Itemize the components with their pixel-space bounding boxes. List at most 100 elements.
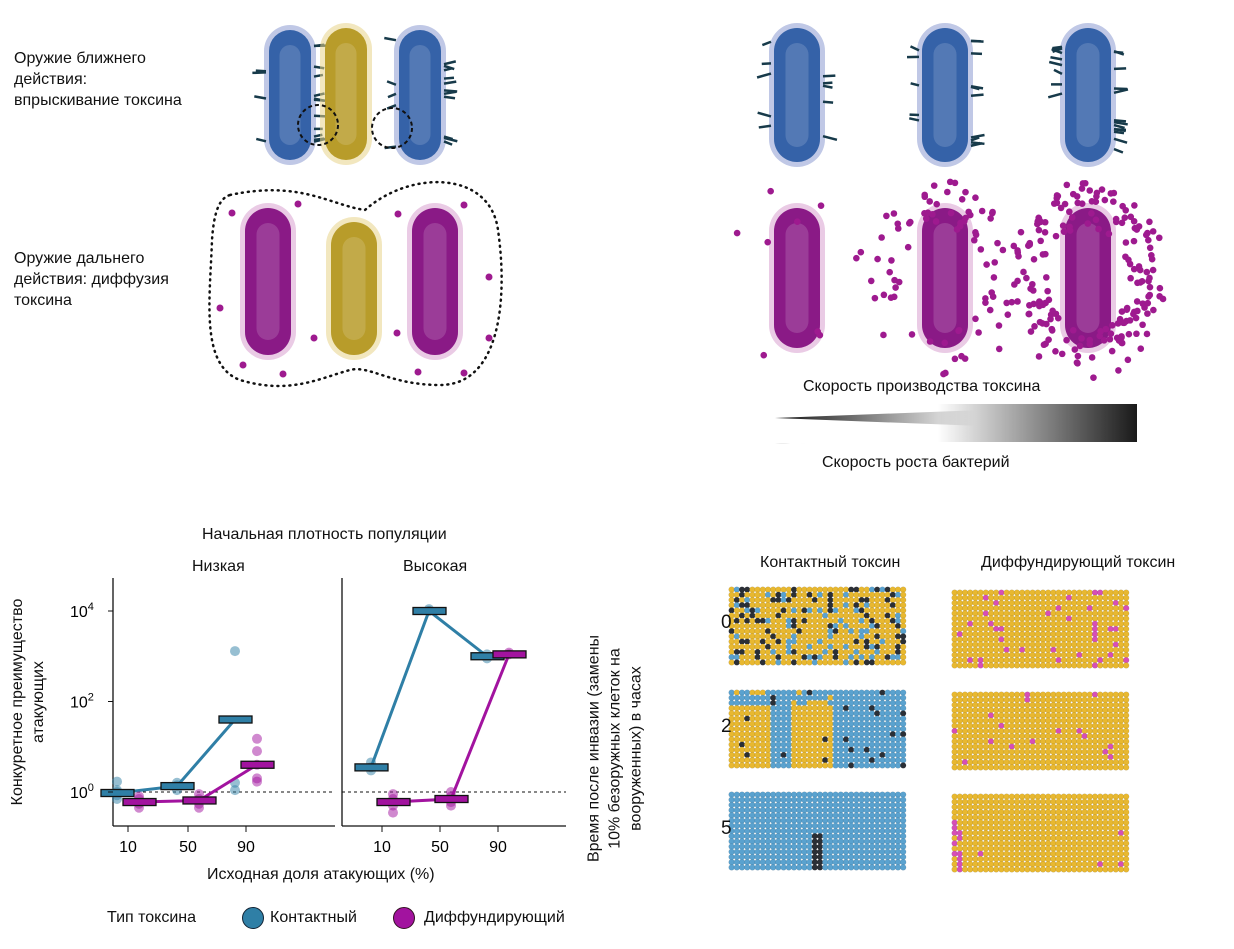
cell [827,710,834,717]
cell [842,628,850,635]
cell [764,859,772,866]
cell [1071,840,1078,847]
cell [1107,803,1114,811]
cell [744,746,751,753]
cell [1039,620,1047,627]
cell [801,736,808,743]
cell [749,602,756,609]
cell [900,859,907,866]
cell [770,736,777,743]
cell [956,803,963,811]
cell [733,602,740,609]
cell [801,731,808,738]
cell [889,596,896,604]
cell [1013,696,1021,703]
cell [1102,819,1109,826]
cell [816,586,824,593]
cell [1024,610,1031,617]
cell [1013,835,1021,842]
cell [1019,631,1026,638]
cell [1003,615,1010,622]
cell [780,741,787,748]
cell [749,654,756,661]
spike [1113,130,1125,135]
toxin-particle [1063,181,1071,189]
cell [759,633,766,640]
cell [1123,615,1130,622]
cell [1045,840,1052,847]
cell [858,833,865,840]
spike [386,104,397,110]
cell [801,859,808,866]
toxin-particle [1110,189,1118,197]
cell [744,617,751,624]
toxin-particle [995,345,1003,353]
cell [967,835,974,842]
cell [1050,662,1057,669]
cell [822,586,829,593]
cell [1013,866,1021,873]
cell [1117,764,1125,771]
spike [970,133,985,139]
cell [1091,691,1099,698]
cell [785,859,792,866]
rod-core [1076,223,1100,333]
toxin-particle [994,239,1001,247]
cell [796,751,803,759]
cell [837,853,844,861]
cell [868,622,876,630]
cell [1065,803,1073,811]
cell [1091,641,1099,648]
cell [884,746,891,753]
cell [744,843,751,850]
cell [837,720,844,727]
cell [993,829,1000,837]
cell [759,812,766,819]
cell [738,725,746,733]
cell [822,822,829,829]
cell [1091,599,1099,607]
cell [842,751,850,759]
cell [754,812,761,819]
cell [879,591,886,598]
cell [951,748,958,755]
cell [894,725,902,733]
cell [1024,738,1031,745]
cell [1102,646,1109,653]
cell [728,586,735,593]
toxin-particle [1066,208,1073,216]
cell [780,822,787,829]
cell [1055,819,1062,826]
cell [837,791,844,798]
cell [858,725,865,733]
cell [900,633,907,640]
cell [738,596,746,604]
spike [822,134,838,142]
cell [1076,798,1083,805]
cell [1003,850,1010,857]
cell [1097,743,1104,750]
cell [1029,829,1036,837]
panel-label-low: Низкая [192,558,245,575]
cell [1117,824,1125,831]
cell [982,662,989,669]
cell [1112,733,1119,740]
cell [744,715,751,722]
legend-contact-marker [242,907,264,929]
cell [796,817,803,824]
cell [998,855,1005,863]
cell [738,791,746,798]
cell [827,746,834,753]
cell [728,689,735,696]
toxin-particle [853,254,860,262]
cell [1091,646,1099,653]
cell [1102,594,1109,601]
cell [967,738,974,745]
cell [827,801,834,809]
cell [982,835,989,842]
cell [967,610,974,617]
cell [894,602,902,609]
cell [1024,759,1031,766]
toxin-particle [1114,320,1122,327]
cell [780,648,787,656]
